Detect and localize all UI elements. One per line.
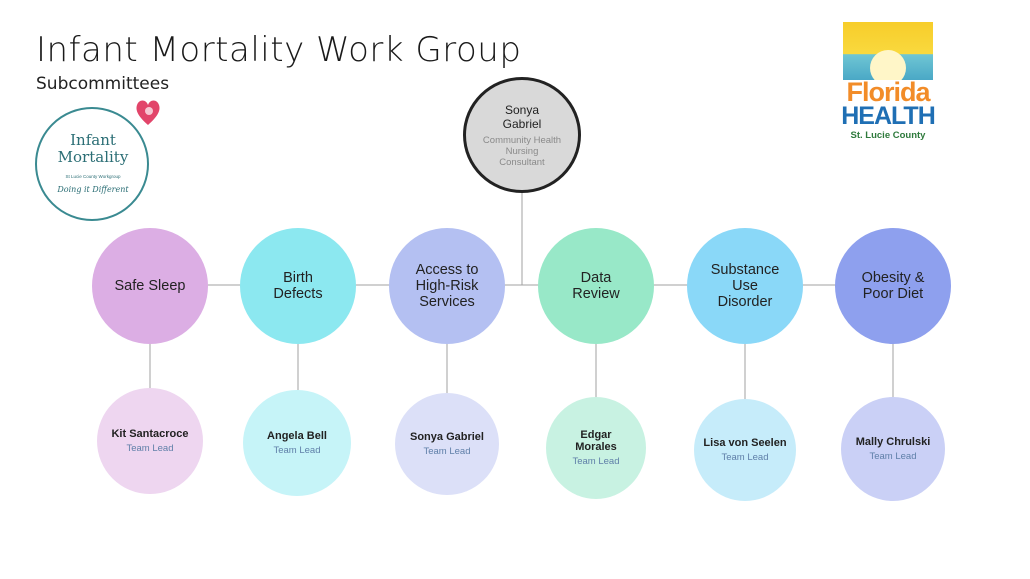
subcommittee-birth-defects: Birth Defects: [240, 228, 356, 344]
page-subtitle: Subcommittees: [36, 74, 170, 94]
lead-node-birth-defects: Angela Bell Team Lead: [243, 390, 351, 496]
root-name: Sonya Gabriel: [502, 102, 542, 131]
root-role: Community Health Nursing Consultant: [482, 134, 562, 168]
lead-node-safe-sleep: Kit Santacroce Team Lead: [97, 388, 203, 494]
subcommittee-label: Obesity & Poor Diet: [861, 270, 925, 302]
page-title: Infant Mortality Work Group: [36, 30, 522, 70]
lead-name: Lisa von Seelen: [703, 437, 787, 449]
florida-health-logo: Florida HEALTH St. Lucie County: [841, 22, 936, 142]
subcommittee-substance-use: Substance Use Disorder: [687, 228, 803, 344]
lead-node-data-review: Edgar Morales Team Lead: [546, 397, 646, 499]
subcommittee-data-review: Data Review: [538, 228, 654, 344]
lead-role: Team Lead: [721, 452, 769, 463]
subcommittee-label: Birth Defects: [273, 270, 323, 302]
subcommittee-label: Access to High-Risk Services: [415, 262, 479, 310]
lead-role: Team Lead: [126, 443, 174, 454]
sun-icon: [843, 22, 933, 80]
logo-text-county: St Lucie County Workgroup: [65, 174, 121, 179]
logo-tagline: Doing it Different: [57, 185, 129, 194]
subcommittee-access-high-risk: Access to High-Risk Services: [389, 228, 505, 344]
lead-node-obesity-diet: Mally Chrulski Team Lead: [841, 397, 945, 501]
subcommittee-label: Substance Use Disorder: [710, 262, 780, 310]
lead-role: Team Lead: [273, 445, 321, 456]
lead-name: Mally Chrulski: [855, 436, 931, 448]
lead-name: Edgar Morales: [575, 429, 617, 453]
root-node: Sonya Gabriel Community Health Nursing C…: [463, 77, 581, 193]
lead-name: Kit Santacroce: [111, 428, 189, 440]
lead-role: Team Lead: [572, 456, 620, 467]
lead-role: Team Lead: [423, 446, 471, 457]
subcommittee-label: Safe Sleep: [114, 278, 186, 294]
subcommittee-obesity-diet: Obesity & Poor Diet: [835, 228, 951, 344]
heart-icon: [136, 100, 160, 125]
logo-word-county: St. Lucie County: [850, 130, 926, 141]
lead-node-substance-use: Lisa von Seelen Team Lead: [694, 399, 796, 501]
lead-role: Team Lead: [869, 451, 917, 462]
lead-name: Sonya Gabriel: [410, 431, 484, 443]
lead-node-access-high-risk: Sonya Gabriel Team Lead: [395, 393, 499, 495]
subcommittee-label: Data Review: [572, 270, 620, 302]
logo-word-health: HEALTH: [841, 102, 936, 130]
infant-mortality-logo: Infant Mortality St Lucie County Workgro…: [33, 97, 160, 223]
logo-word-florida: Florida: [846, 77, 930, 107]
logo-text-mortality: Mortality: [57, 148, 129, 166]
subcommittee-safe-sleep: Safe Sleep: [92, 228, 208, 344]
lead-name: Angela Bell: [267, 430, 327, 442]
logo-text-infant: Infant: [70, 131, 116, 149]
logo-ring: [35, 107, 149, 221]
